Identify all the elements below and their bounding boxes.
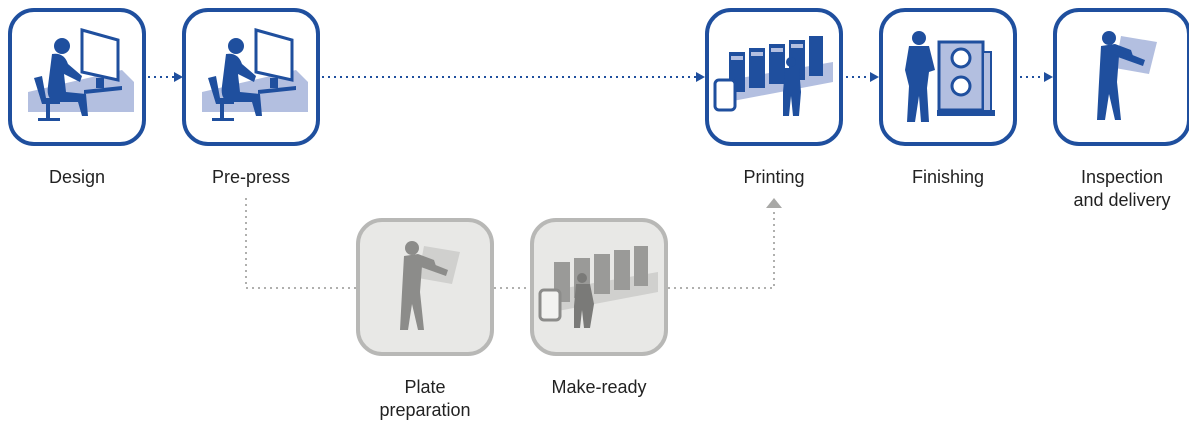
step-label-line1: Inspection — [1080, 167, 1164, 187]
step-prepress-label: Pre-press — [171, 166, 331, 189]
step-label-line2: and delivery — [1073, 190, 1171, 210]
step-printing-label: Printing — [694, 166, 854, 189]
step-label-line1: Design — [48, 167, 106, 187]
step-prepress[interactable] — [182, 8, 320, 146]
arrow-head-1 — [174, 72, 183, 82]
step-label-line1: Pre-press — [211, 167, 291, 187]
printing-press-operator-icon — [538, 246, 658, 328]
arrow-head-4 — [1044, 72, 1053, 82]
designer-at-computer-icon — [202, 28, 308, 121]
step-make-ready-label: Make-ready — [519, 376, 679, 399]
step-label-line1: Printing — [743, 167, 805, 187]
step-plate-preparation[interactable] — [356, 218, 494, 356]
step-make-ready[interactable] — [530, 218, 668, 356]
step-printing[interactable] — [705, 8, 843, 146]
inspector-holding-sheet-icon — [400, 241, 460, 330]
step-inspection[interactable] — [1053, 8, 1189, 146]
step-plate-preparation-label: Plate preparation — [345, 376, 505, 422]
finishing-machine-operator-icon — [905, 31, 995, 122]
step-finishing[interactable] — [879, 8, 1017, 146]
step-design-label: Design — [0, 166, 157, 189]
step-label-line2: preparation — [379, 400, 471, 420]
step-label-line1: Plate — [404, 377, 446, 397]
designer-at-computer-icon — [28, 28, 134, 121]
connector-prepress-plate — [245, 198, 356, 289]
connector-makeready-printing — [668, 210, 775, 289]
inspector-holding-sheet-icon — [1097, 31, 1157, 120]
arrow-head-up — [766, 198, 782, 208]
printing-press-operator-icon — [713, 36, 833, 116]
step-finishing-label: Finishing — [868, 166, 1028, 189]
step-inspection-label: Inspection and delivery — [1042, 166, 1189, 212]
step-label-line1: Make-ready — [551, 377, 647, 397]
arrow-head-3 — [870, 72, 879, 82]
step-design[interactable] — [8, 8, 146, 146]
step-label-line1: Finishing — [911, 167, 985, 187]
arrow-head-2 — [696, 72, 705, 82]
